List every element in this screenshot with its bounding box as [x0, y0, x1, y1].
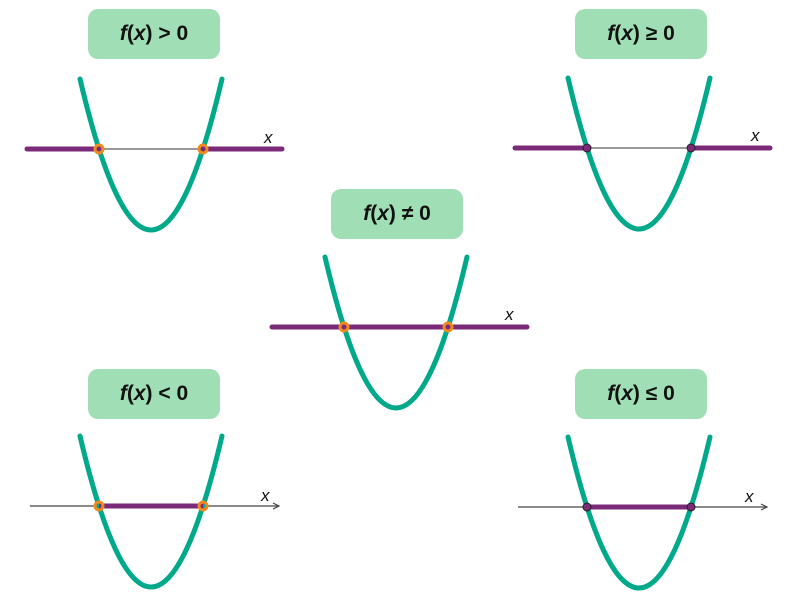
- parabola-lt: [77, 433, 225, 590]
- axis-label-lt: x: [261, 486, 270, 505]
- axis-label-ne: x: [505, 305, 514, 324]
- parabola-gt: [77, 76, 225, 233]
- parabola-ne: [322, 254, 470, 411]
- open-point-gt-2: [197, 143, 209, 155]
- label-le: f (x) ≤ 0: [575, 369, 707, 419]
- axis-arrow-lt: [272, 502, 281, 510]
- parabola-le: [565, 434, 713, 591]
- closed-point-le-2: [686, 502, 696, 512]
- axis-label-gt: x: [264, 128, 273, 147]
- open-point-gt-1: [93, 143, 105, 155]
- label-lt: f (x) < 0: [88, 369, 220, 419]
- axis-label-ge: x: [751, 126, 760, 145]
- parabola-ge: [565, 75, 713, 232]
- open-point-ne-2: [442, 321, 454, 333]
- closed-point-le-1: [582, 502, 592, 512]
- label-ge: f (x) ≥ 0: [575, 9, 707, 59]
- closed-point-ge-1: [582, 143, 592, 153]
- open-point-lt-1: [93, 500, 105, 512]
- label-gt: f (x) > 0: [88, 9, 220, 59]
- label-ne: f (x) ≠ 0: [331, 189, 463, 239]
- axis-arrow-le: [760, 503, 769, 511]
- open-point-ne-1: [338, 321, 350, 333]
- closed-point-ge-2: [686, 143, 696, 153]
- open-point-lt-2: [197, 500, 209, 512]
- axis-label-le: x: [745, 487, 754, 506]
